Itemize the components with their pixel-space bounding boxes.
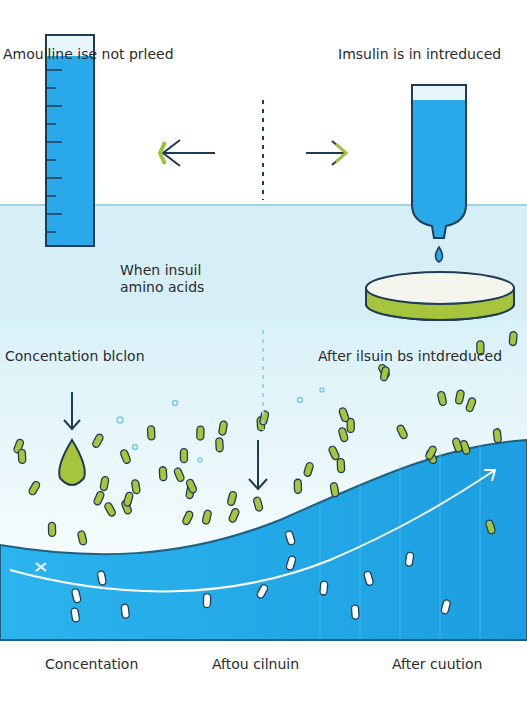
left-chevron bbox=[160, 142, 165, 164]
particle bbox=[294, 479, 301, 493]
label: Aftou cilnuin bbox=[212, 656, 299, 673]
flow-arrow bbox=[10, 470, 495, 591]
particle bbox=[120, 449, 132, 465]
lower-background bbox=[0, 320, 527, 640]
particle bbox=[320, 581, 328, 596]
particle bbox=[328, 445, 340, 461]
divider bbox=[262, 100, 264, 200]
particle bbox=[285, 530, 296, 545]
flow-arrowhead bbox=[484, 470, 495, 481]
particle bbox=[71, 588, 81, 603]
particle bbox=[396, 424, 408, 440]
particle bbox=[363, 571, 374, 586]
label: Concentation bbox=[45, 656, 138, 673]
down-arrow bbox=[249, 440, 267, 489]
label: After cuution bbox=[392, 656, 482, 673]
particle bbox=[437, 391, 447, 406]
particle bbox=[228, 508, 240, 524]
particle bbox=[441, 599, 451, 614]
particle bbox=[48, 522, 55, 536]
particle bbox=[455, 389, 465, 404]
particle bbox=[227, 491, 237, 506]
particle bbox=[216, 438, 224, 452]
particle bbox=[452, 437, 463, 453]
particle bbox=[182, 510, 194, 526]
particle bbox=[180, 449, 187, 463]
right-chevron bbox=[336, 144, 346, 162]
right-arrow bbox=[306, 141, 346, 165]
particle bbox=[93, 490, 105, 506]
fluid-wave bbox=[0, 440, 527, 640]
divider-lower bbox=[262, 330, 264, 430]
particle bbox=[185, 478, 197, 494]
particle bbox=[330, 482, 339, 497]
particle bbox=[131, 479, 140, 494]
wave-grid bbox=[320, 444, 480, 640]
particle bbox=[338, 407, 349, 423]
particles bbox=[13, 331, 517, 622]
label: Imsulin is in intreduced bbox=[338, 46, 501, 63]
flow-mark bbox=[36, 563, 46, 571]
particle bbox=[18, 449, 26, 463]
label: Concentation blclon bbox=[5, 348, 145, 365]
particle bbox=[71, 608, 80, 623]
particle bbox=[91, 433, 104, 449]
particle bbox=[218, 421, 227, 436]
test-tube-right bbox=[366, 85, 514, 320]
particle bbox=[380, 366, 390, 381]
label: Amoulline ise not prleed bbox=[3, 46, 174, 63]
label: When insuil amino acids bbox=[120, 262, 235, 296]
particle bbox=[97, 570, 107, 585]
particle bbox=[405, 552, 414, 567]
particle bbox=[351, 605, 359, 619]
particle bbox=[465, 397, 476, 413]
footer-edge bbox=[0, 639, 527, 641]
particle bbox=[197, 426, 204, 440]
particle bbox=[425, 445, 438, 461]
label: After ilsuin bs intdreduced bbox=[318, 348, 502, 365]
particle bbox=[104, 502, 117, 518]
left-arrow bbox=[163, 140, 215, 166]
test-tube-left bbox=[46, 35, 94, 246]
particle bbox=[259, 410, 269, 425]
particle bbox=[203, 593, 210, 607]
particle bbox=[123, 491, 133, 506]
particle bbox=[100, 476, 109, 491]
particle bbox=[202, 510, 212, 525]
particle bbox=[256, 584, 269, 600]
particle bbox=[253, 496, 263, 511]
particle bbox=[173, 467, 185, 483]
particle bbox=[485, 519, 496, 534]
particle bbox=[121, 604, 130, 619]
footer-ground bbox=[0, 640, 527, 703]
drop bbox=[59, 440, 85, 485]
particle bbox=[303, 462, 314, 477]
particle bbox=[77, 530, 87, 545]
particle bbox=[493, 428, 502, 443]
particle bbox=[286, 555, 297, 570]
bubbles bbox=[117, 388, 324, 462]
particle bbox=[28, 480, 41, 496]
particle bbox=[509, 331, 517, 346]
particle bbox=[337, 458, 345, 472]
particle bbox=[159, 467, 167, 481]
particle bbox=[147, 426, 155, 440]
down-arrow bbox=[64, 392, 80, 429]
